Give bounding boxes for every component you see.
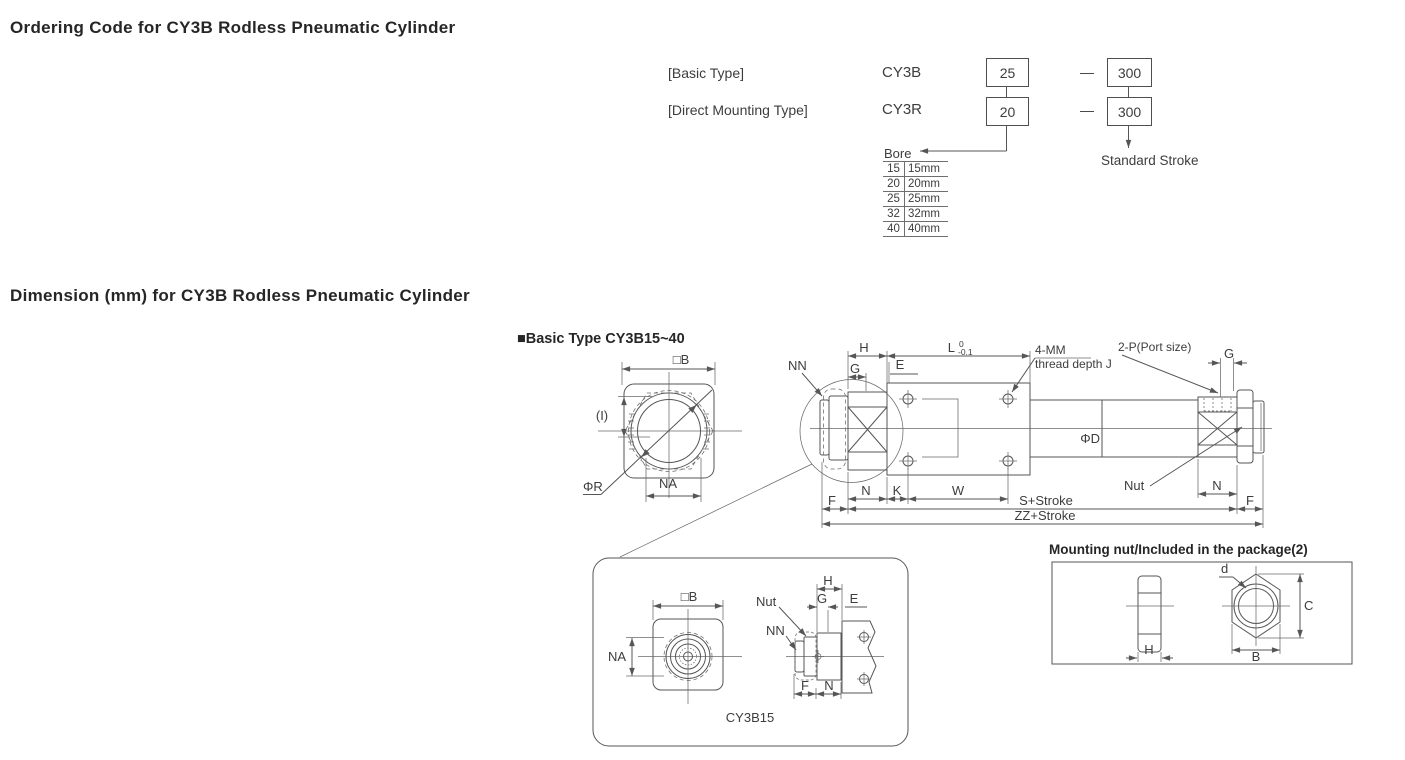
dim-label-h: H	[859, 340, 868, 355]
callout-thread-depth: thread depth J	[1035, 357, 1112, 371]
dim-label-n-left: N	[861, 483, 870, 498]
bore-size: 40mm	[904, 221, 948, 237]
bore-size: 25mm	[904, 191, 948, 207]
inset-label-n: N	[824, 678, 833, 693]
basic-type-bore-box: 25	[986, 58, 1029, 87]
inset-detail-drawing: □B NA	[592, 557, 909, 747]
ordering-section-title: Ordering Code for CY3B Rodless Pneumatic…	[10, 18, 456, 37]
basic-type-stroke-box: 300	[1107, 58, 1152, 87]
inset-label-g: G	[817, 591, 827, 606]
nut-label-d: d	[1221, 561, 1228, 576]
bore-code: 32	[883, 206, 905, 222]
dim-label-zz-stroke: ZZ+Stroke	[1014, 508, 1075, 523]
callout-port-size: 2-P(Port size)	[1118, 340, 1191, 354]
bore-size: 15mm	[904, 161, 948, 177]
nut-label-h: H	[1144, 642, 1153, 657]
side-view-drawing: NN H L 0 -0.1 G E 4-MM thread depth J 2-…	[619, 339, 1272, 558]
dim-label-na: NA	[659, 476, 677, 491]
inset-label-h: H	[823, 573, 832, 588]
bore-code: 20	[883, 176, 905, 192]
mounting-holes	[899, 390, 1017, 470]
inset-label-f: F	[801, 678, 809, 693]
direct-mounting-type-model: CY3R	[882, 101, 923, 118]
dimension-section-title: Dimension (mm) for CY3B Rodless Pneumati…	[10, 286, 470, 305]
inset-callout-nut: Nut	[756, 594, 777, 609]
dim-label-g-right: G	[1224, 346, 1234, 361]
dim-label-l-tol-sup: 0	[959, 339, 964, 349]
dim-label-e: E	[896, 357, 905, 372]
nut-label-c: C	[1304, 598, 1313, 613]
basic-type-model: CY3B	[882, 64, 922, 81]
bore-code: 15	[883, 161, 905, 177]
dim-label-l-tol-sub: -0.1	[958, 347, 973, 357]
dim-label-f-left: F	[828, 493, 836, 508]
mounting-nut-drawing: H d C B	[1051, 561, 1353, 665]
direct-mounting-stroke-box: 300	[1107, 97, 1152, 126]
inset-label-na: NA	[608, 649, 626, 664]
dim-label-w: W	[952, 483, 965, 498]
direct-mounting-dash: —	[1080, 102, 1094, 118]
dim-label-phi-d: ΦD	[1080, 431, 1100, 446]
dim-label-k: K	[893, 483, 902, 498]
basic-type-dash: —	[1080, 64, 1094, 80]
direct-mounting-bore-box: 20	[986, 97, 1029, 126]
dim-label-nn: NN	[788, 358, 807, 373]
dim-label-b-square: □B	[673, 352, 690, 367]
direct-mounting-type-label: [Direct Mounting Type]	[668, 102, 808, 118]
bore-size: 20mm	[904, 176, 948, 192]
bore-size: 32mm	[904, 206, 948, 222]
nut-label-b: B	[1252, 649, 1261, 664]
bore-code: 40	[883, 221, 905, 237]
bore-code: 25	[883, 191, 905, 207]
inset-callout-nn: NN	[766, 623, 785, 638]
dim-label-f-right: F	[1246, 493, 1254, 508]
dim-label-phi-r: ΦR	[583, 479, 603, 494]
serration-ticks	[628, 413, 710, 450]
basic-type-subtitle: ■Basic Type CY3B15~40	[517, 331, 685, 347]
dim-label-s-stroke: S+Stroke	[1019, 493, 1073, 508]
mounting-nut-title: Mounting nut/Included in the package(2)	[1049, 542, 1308, 557]
standard-stroke-label: Standard Stroke	[1101, 153, 1199, 168]
basic-type-label: [Basic Type]	[668, 65, 745, 81]
dim-label-g-left: G	[850, 361, 860, 376]
inset-label-e: E	[850, 591, 859, 606]
bore-label: Bore	[884, 146, 912, 161]
callout-nut: Nut	[1124, 478, 1145, 493]
dim-label-n-right: N	[1212, 478, 1221, 493]
inset-caption: CY3B15	[726, 710, 774, 725]
dim-label-l: L	[948, 340, 955, 355]
end-view-drawing: □B (I) ΦR NA	[583, 352, 742, 502]
callout-4mm: 4-MM	[1035, 343, 1066, 357]
inset-label-b-square: □B	[681, 589, 698, 604]
dim-label-i: (I)	[596, 408, 608, 423]
